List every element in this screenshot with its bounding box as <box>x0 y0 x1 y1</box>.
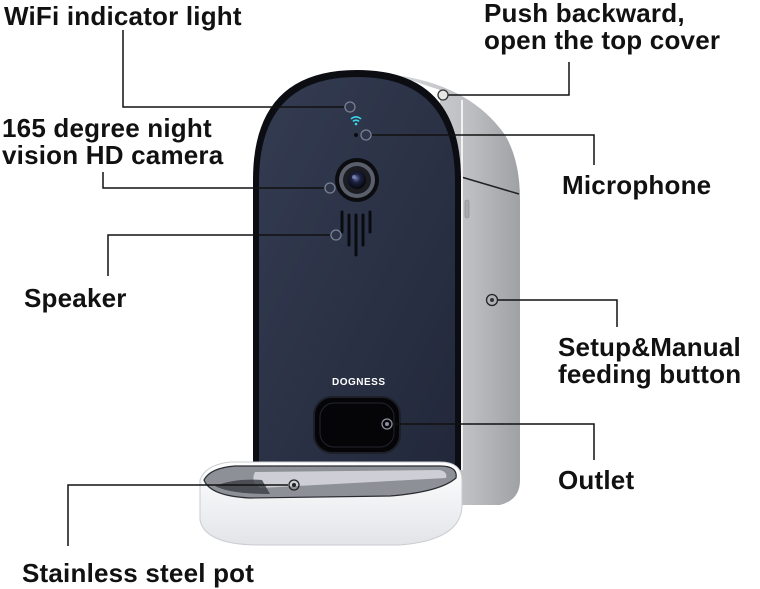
marker-microphone <box>360 129 372 141</box>
label-line: vision HD camera <box>2 140 224 170</box>
label-outlet: Outlet <box>558 467 634 494</box>
label-line: 165 degree night <box>2 113 212 143</box>
marker-pot-dot <box>292 483 296 487</box>
marker-wifi <box>344 101 356 113</box>
marker-outlet <box>381 418 393 430</box>
marker-setup-dot <box>490 298 494 302</box>
wifi-led-icon <box>350 116 362 126</box>
callout-line-wifi <box>122 30 344 108</box>
marker-outlet-dot <box>385 422 389 426</box>
label-line: Setup&Manual <box>558 332 741 362</box>
brand-logo: DOGNESS <box>332 377 386 388</box>
marker-camera <box>324 182 336 194</box>
label-setup-button: Setup&Manual feeding button <box>558 334 741 388</box>
callout-line-pot <box>67 484 288 546</box>
label-microphone: Microphone <box>562 172 711 199</box>
marker-speaker <box>330 229 342 241</box>
pot-steel-shadow <box>215 479 270 494</box>
label-line: WiFi indicator light <box>4 1 242 31</box>
speaker-grille <box>340 210 372 257</box>
callout-line-setup <box>498 299 618 327</box>
label-line: Microphone <box>562 170 712 200</box>
marker-pot <box>288 479 300 491</box>
label-speaker: Speaker <box>24 285 127 312</box>
label-line: Stainless steel pot <box>22 558 255 588</box>
food-outlet <box>313 396 401 454</box>
label-line: Speaker <box>24 283 127 313</box>
label-line: feeding button <box>558 359 742 389</box>
side-slot <box>464 199 470 219</box>
top-cover-seam <box>457 175 520 195</box>
marker-top-cover <box>437 89 449 101</box>
callout-lines <box>67 30 618 546</box>
label-line: Outlet <box>558 465 635 495</box>
food-outlet-inner <box>319 402 395 448</box>
marker-setup <box>485 293 499 307</box>
callout-line-outlet <box>393 423 595 460</box>
callout-line-microphone <box>372 134 595 165</box>
label-line: open the top cover <box>484 25 721 55</box>
label-line: Push backward, <box>484 0 685 28</box>
label-top-cover: Push backward, open the top cover <box>484 0 720 54</box>
pot-steel-highlight <box>253 470 447 488</box>
label-camera: 165 degree night vision HD camera <box>2 115 223 169</box>
label-stainless-pot: Stainless steel pot <box>22 560 254 587</box>
camera-lens <box>335 158 379 202</box>
front-panel <box>259 77 455 470</box>
callout-line-speaker <box>107 234 330 276</box>
label-wifi-indicator: WiFi indicator light <box>4 3 242 30</box>
callout-line-top-cover <box>448 62 570 96</box>
microphone-hole <box>354 133 358 137</box>
callout-line-camera <box>102 172 324 189</box>
callout-markers <box>288 89 499 491</box>
